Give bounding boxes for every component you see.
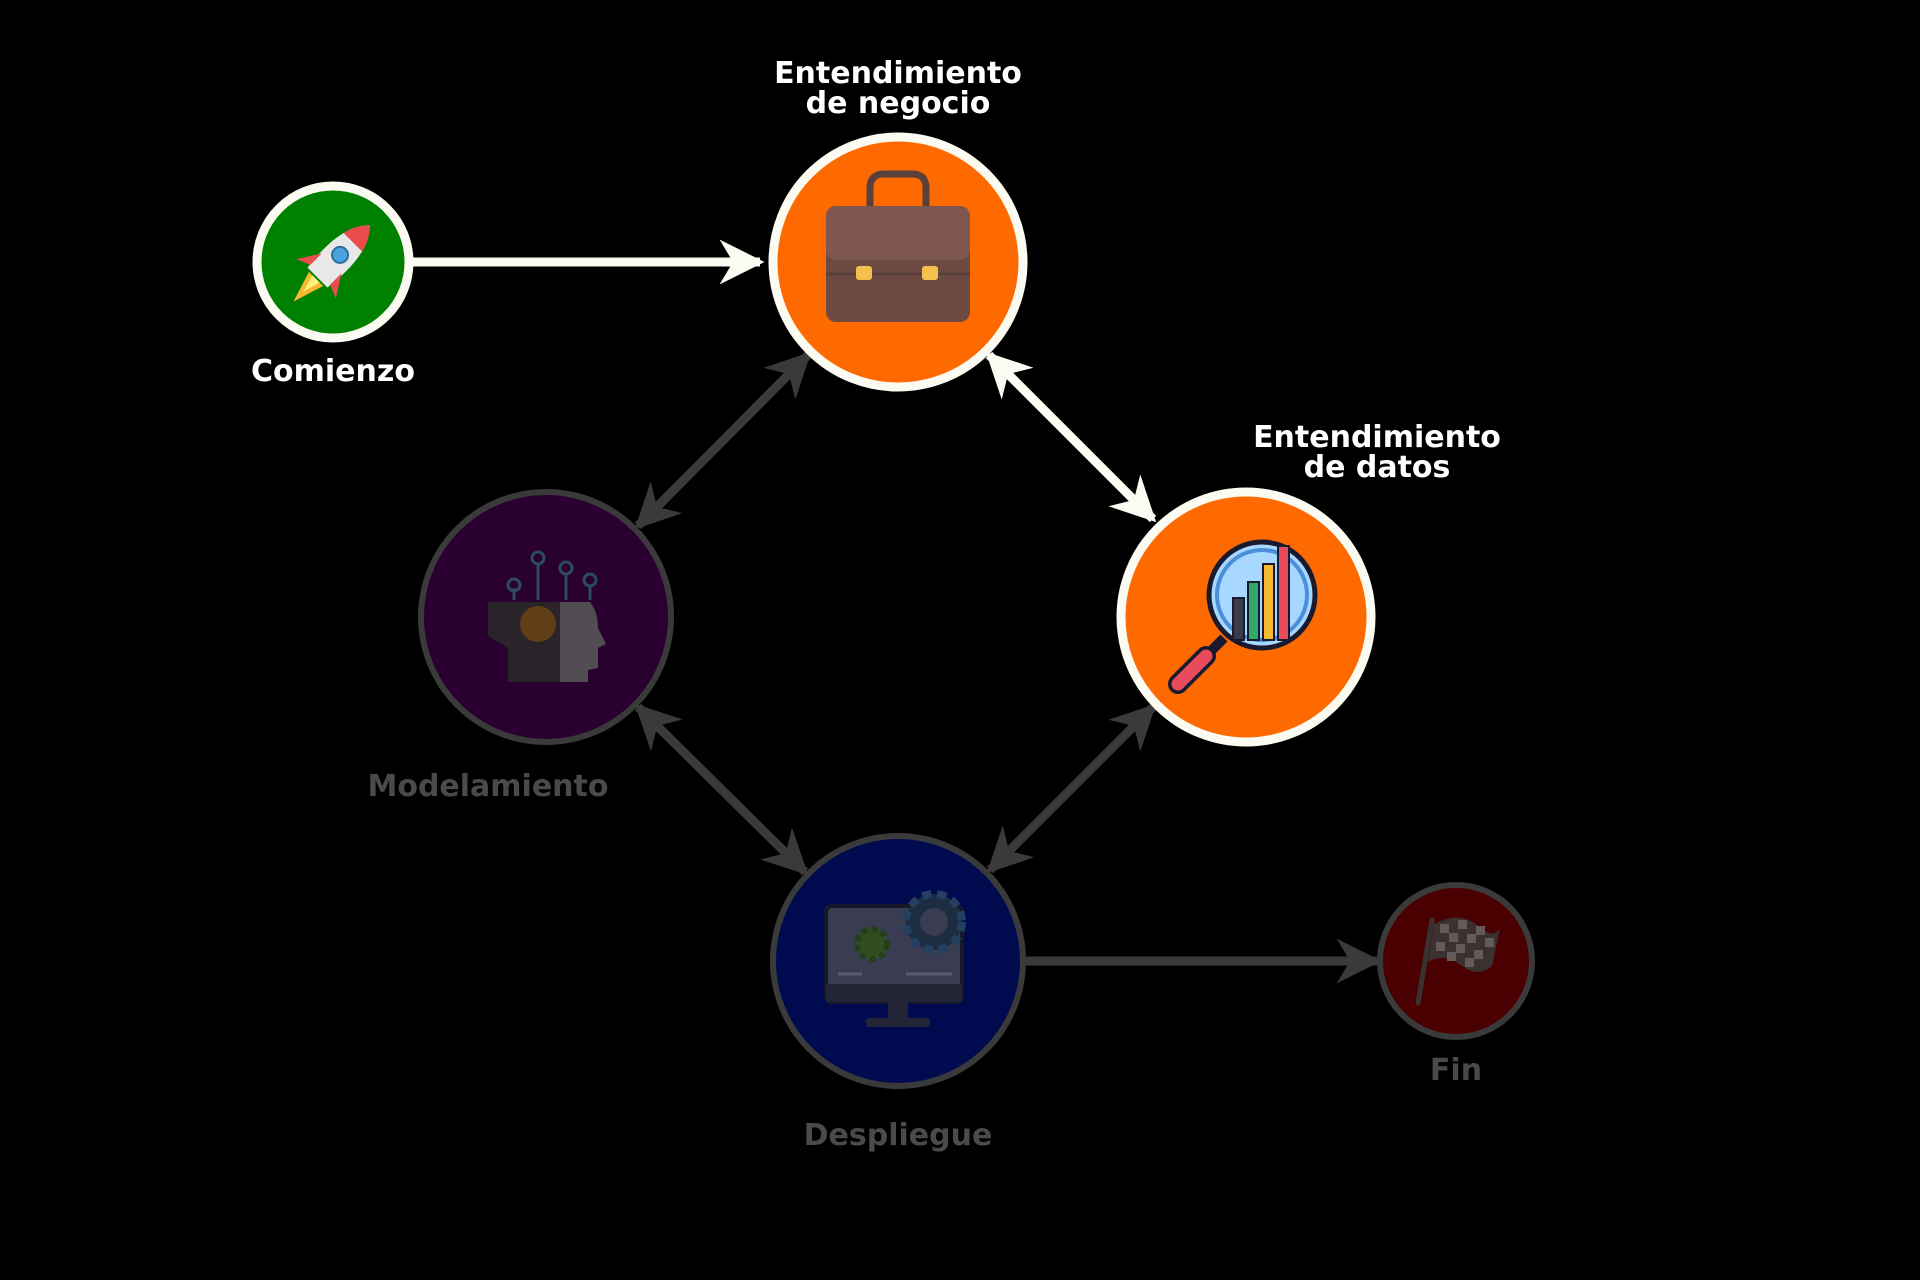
node-data-label-line1: Entendimiento: [1253, 420, 1501, 455]
rocket-icon: [293, 225, 370, 302]
node-modeling-label: Modelamiento: [367, 769, 608, 804]
edge-data-deployment: [986, 703, 1157, 874]
edge-business-modeling: [634, 351, 812, 530]
briefcase-icon: [826, 170, 970, 322]
node-deployment-label: Despliegue: [804, 1118, 993, 1153]
ai-head-icon: [488, 550, 606, 682]
edge-business-data: [985, 351, 1157, 523]
data-analysis-icon: [1168, 539, 1318, 694]
node-business-label-line2: de negocio: [806, 86, 991, 121]
node-start-label: Comienzo: [251, 354, 415, 389]
monitor-gears-icon: [824, 890, 966, 1027]
checkered-flag-icon: [1415, 917, 1500, 1006]
node-start[interactable]: [252, 181, 414, 343]
edges: [413, 239, 1382, 984]
node-end[interactable]: [1377, 882, 1535, 1040]
node-data-understanding[interactable]: [1116, 487, 1376, 747]
edge-modeling-deployment: [634, 703, 809, 876]
node-deployment[interactable]: [770, 833, 1026, 1089]
node-business-understanding[interactable]: [768, 132, 1028, 392]
node-data-label-line2: de datos: [1304, 450, 1451, 485]
node-end-label: Fin: [1430, 1053, 1482, 1088]
node-modeling[interactable]: [418, 489, 674, 745]
node-business-label-line1: Entendimiento: [774, 56, 1022, 91]
